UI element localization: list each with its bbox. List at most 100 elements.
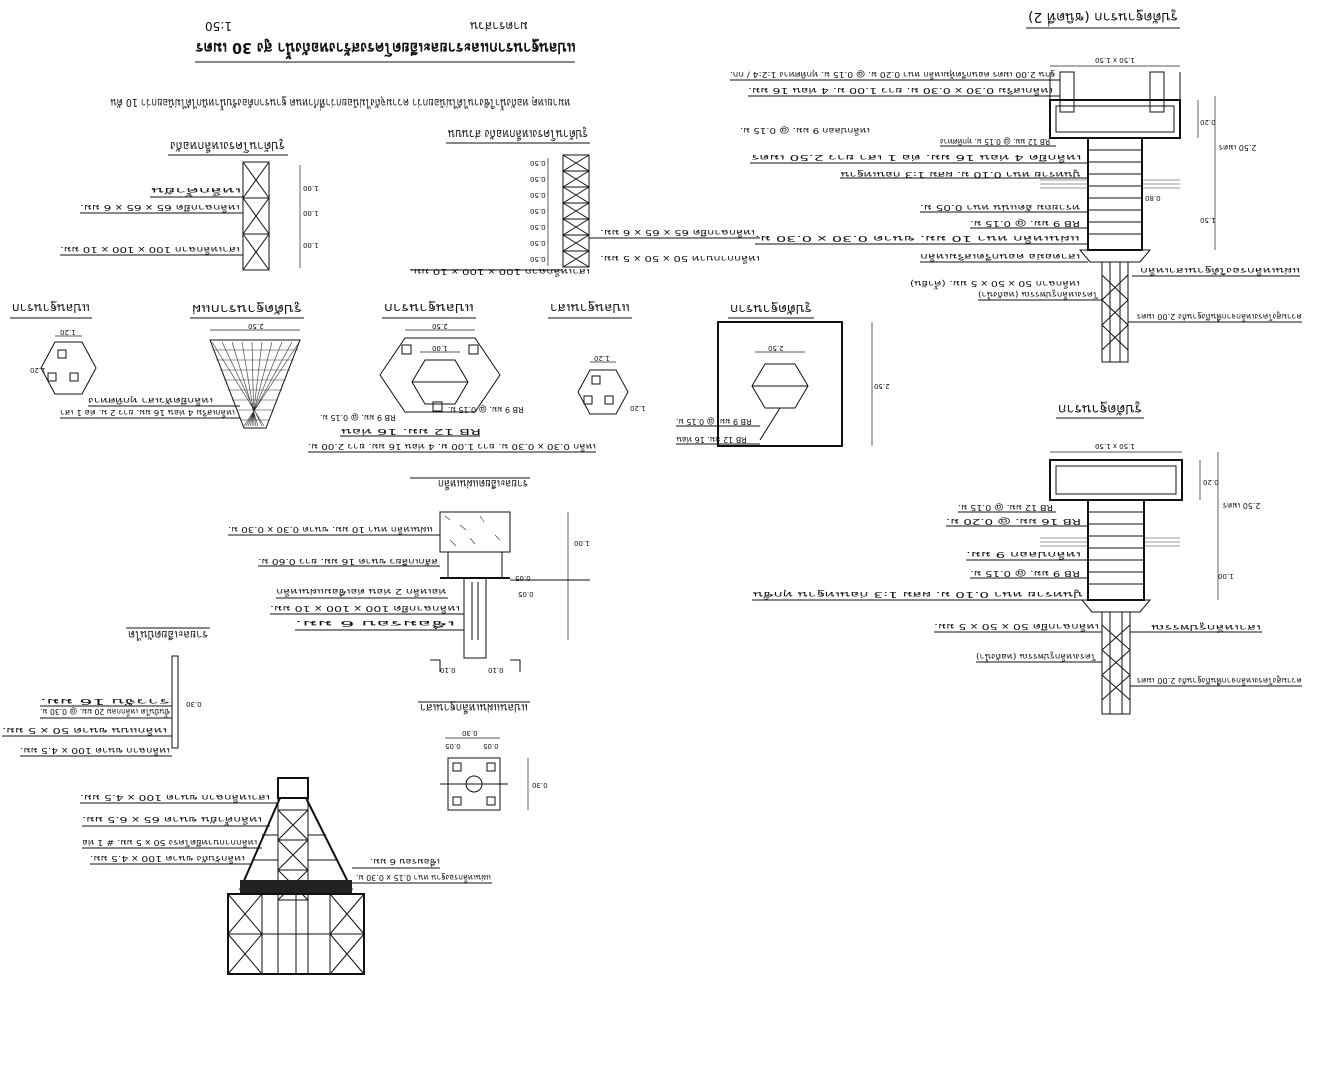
drawing-label: 0.50 <box>530 207 546 215</box>
plan-detail-1: แปลนฐานราก 1.20 1.20 <box>10 301 97 395</box>
drawing-label: RB 12 มม. 16 ท่อน <box>676 435 747 444</box>
drawing-stroke <box>432 401 443 412</box>
scale-label: มาตราส่วน <box>470 19 528 33</box>
drawing-label: 1.50 x 1.50 <box>1095 56 1135 64</box>
drawing-stroke <box>1040 179 1180 189</box>
drawing-label: RB 9 มม. @ 0.15 ม. <box>970 219 1080 228</box>
footing-section-1: รูปตัดฐานราก (ชนิดที่ 2) 1.50 x 1.50 0.2… <box>730 9 1302 363</box>
drawing-label: เหล็กค้ำยัน ขนาด 65 x 6.5 มม. <box>82 815 262 826</box>
footing-section-2: รูปตัดฐานราก 1.50 x 1.50 0.20 2.50 เมตร … <box>752 401 1302 715</box>
drawing-label: 0.05 <box>483 742 499 750</box>
drawing-label: แผ่นเหล็ก หนา 10 มม. ขนาด 0.30 x 0.30 ม. <box>755 234 1080 244</box>
drawing-stroke <box>439 511 511 553</box>
drawing-stroke <box>447 551 503 579</box>
drawing-label: เหล็กยึด 4 ท่อน 16 มม. ต่อ 1 เสา ยาว 2.5… <box>750 153 1081 163</box>
drawing-label: เหล็กค้ำยัน <box>150 186 241 197</box>
drawing-stroke <box>1055 105 1175 133</box>
drawing-label: เหล็กรับถัง ขนาด 100 x 4.5 มม. <box>90 854 245 864</box>
drawing-stroke <box>1109 262 1121 362</box>
drawing-label: เหล็กกากบาท 50 x 50 x 5 มม. <box>600 254 760 264</box>
drawing-stroke <box>57 349 67 359</box>
drawing-label: เหล็กฉาก ขนาด 100 x 4.5 มม. <box>20 746 170 756</box>
drawing-label: 2.50 <box>432 322 448 330</box>
drawing-stroke <box>242 161 270 271</box>
drawing-label: เหล็กฉากยึด 100 x 100 x 10 มม. <box>270 604 460 614</box>
drawing-stroke <box>759 407 781 441</box>
drawing-stroke <box>452 796 462 806</box>
drawing-label: 0.50 <box>530 175 546 183</box>
plan-detail-5: รูปตัดฐานราก 2.50 2.50 RB 9 มม. @ 0.15 ม… <box>676 301 890 447</box>
ladder-detail: รายละเอียดบันได 0.30 ราวจับ 16 มม. ขั้นบ… <box>2 627 210 757</box>
plate-plan: แปลนแผ่นเหล็กฐานเสา 0.30 0.05 0.05 0.30 <box>418 701 548 811</box>
drawing-label: แผ่นเหล็กรองฐาน หนา 0.15 x 0.30 ม. <box>356 873 491 883</box>
drawing-label: 0.50 <box>530 223 546 231</box>
drawing-stroke <box>1109 612 1123 714</box>
drawing-label: โครงเหล็กรูปพรรณ (หอถังน้ำ) <box>976 651 1096 663</box>
drawing-label: รูปตัดฐานราก (ชนิดที่ 2) <box>1028 9 1178 26</box>
drawing-stroke <box>228 894 364 974</box>
drawing-label: 1.50 <box>1200 216 1216 224</box>
drawing-label: 1.20 <box>630 404 646 412</box>
drawing-label: 0.50 <box>530 159 546 167</box>
drawing-label: RB 12 มม. @ 0.15 ม. ทุกทิศทาง <box>940 137 1050 146</box>
drawing-label: เหล็กปลอก 9 มม. <box>966 550 1081 560</box>
drawing-label: แผ่นเหล็ก หนา 10 มม. ขนาด 0.30 x 0.30 ม. <box>228 525 433 535</box>
drawing-label: เหล็กปลอก 9 มม. @ 0.15 ม. <box>740 126 870 136</box>
plan-detail-2: รูปตัดฐานรากแผ่ 2.50 เหล็กเสริม 4 ท่อน 1… <box>60 301 304 429</box>
drawing-stroke <box>562 154 590 268</box>
drawing-stroke <box>1080 599 1152 613</box>
drawing-stroke <box>240 880 352 894</box>
drawing-label: เสาตอม่อ คอนกรีตเสริมเหล็ก <box>920 252 1080 262</box>
drawing-label: ท่อเหล็ก 2 ท่อน ต่อเชื่อมแผ่นเหล็ก <box>276 587 446 598</box>
tower-elevation-a: รูปด้านโครงเหล็กหอถัง 1.00 1.00 1.00 เหล… <box>60 138 319 271</box>
drawing-label: 0.05 <box>445 742 461 750</box>
drawing-stroke <box>604 395 614 405</box>
drawing-stroke <box>209 339 301 429</box>
drawing-label: แปลนฐานราก <box>384 301 474 315</box>
drawing-label: เสาเหล็กฉาก ขนาด 100 x 4.5 มม. <box>80 793 270 803</box>
drawing-stroke <box>278 809 308 901</box>
drawing-label: 0.30 <box>186 700 202 708</box>
drawing-label: เชื่อมรอบ 6 มม. <box>370 857 440 868</box>
drawing-stroke <box>468 344 479 355</box>
drawing-stroke <box>1088 511 1144 585</box>
drawing-stroke <box>1040 537 1180 547</box>
drawing-label: 0.10 <box>440 666 456 674</box>
drawing-label: RB 16 มม. @ 0.20 ม. <box>946 517 1081 526</box>
drawing-stroke <box>562 154 590 268</box>
drawing-stroke <box>242 161 270 271</box>
drawing-label: ความสูงโครงเหล็กจากพื้นถึงฐานถัง 2.00 เม… <box>1136 311 1302 323</box>
drawing-label: เหล็กฉากยึด 50 x 50 x 5 มม. <box>934 622 1099 632</box>
drawing-stroke <box>486 762 496 772</box>
drawing-label: เหล็กแบน ขนาด 50 x 5 มม. <box>2 726 167 736</box>
drawing-stroke <box>1059 71 1075 113</box>
drawing-label: โครงเหล็กรูปพรรณ (หอถังน้ำ) <box>978 289 1098 301</box>
drawing-stroke <box>717 321 843 447</box>
drawing-label: 1.00 <box>303 209 319 217</box>
base-plate-detail: รายละเอียดแผ่นเหล็ก 1.00 0.05 0.05 0.10 … <box>228 477 590 674</box>
drawing-label: ราวจับ 16 มม. <box>40 697 170 706</box>
drawing-label: RB 9 มม. @ 0.15 ม. <box>320 413 396 422</box>
drawing-label: 2.50 <box>768 344 784 352</box>
drawing-label: แปลนฐานราก <box>12 301 90 315</box>
drawing-label: 0.50 <box>530 191 546 199</box>
scale-value: 1:50 <box>205 19 232 33</box>
drawing-label: ปูนทราย หนา 0.10 ม. ผสม 1:3 ก่อนเทฐาน ทุ… <box>752 589 1083 601</box>
drawing-stroke <box>211 341 299 427</box>
drawing-label: เหล็ก 0.30 x 0.30 ม. ยาว 1.00 ม. 4 ท่อน … <box>308 442 596 452</box>
drawing-label: รูปตัดฐานราก <box>730 301 812 316</box>
drawing-label: ขั้นบันได เหล็กกลม 20 มม. @ 0.30 ม. <box>40 707 170 718</box>
drawing-label: ฐาน 2.00 เมตร คอนกรีตหุ้มเหล็ก หนา 0.20 … <box>730 70 1055 80</box>
drawing-label: เหล็กเสริม 4 ท่อน 16 มม. ยาว 2 ม. ต่อ 1 … <box>60 408 235 418</box>
drawing-label: 0.05 <box>515 574 531 582</box>
drawing-label: 2.50 เมตร <box>1222 501 1261 510</box>
drawing-label: RB 12 มม. 16 ท่อน <box>340 427 481 436</box>
drawing-stroke <box>471 582 479 640</box>
drawing-stroke <box>239 797 353 891</box>
drawing-label: ความสูงโครงเหล็กจากพื้นถึงฐานถัง 2.00 เม… <box>1136 675 1302 687</box>
drawing-label: 2.50 <box>874 382 890 390</box>
drawing-label: 2.50 <box>248 322 264 330</box>
drawing-label: เหล็กฉากยึด 65 x 65 x 6 มม. <box>80 203 240 213</box>
drawing-label: 0.20 <box>1200 118 1216 126</box>
drawing-stroke <box>486 796 496 806</box>
